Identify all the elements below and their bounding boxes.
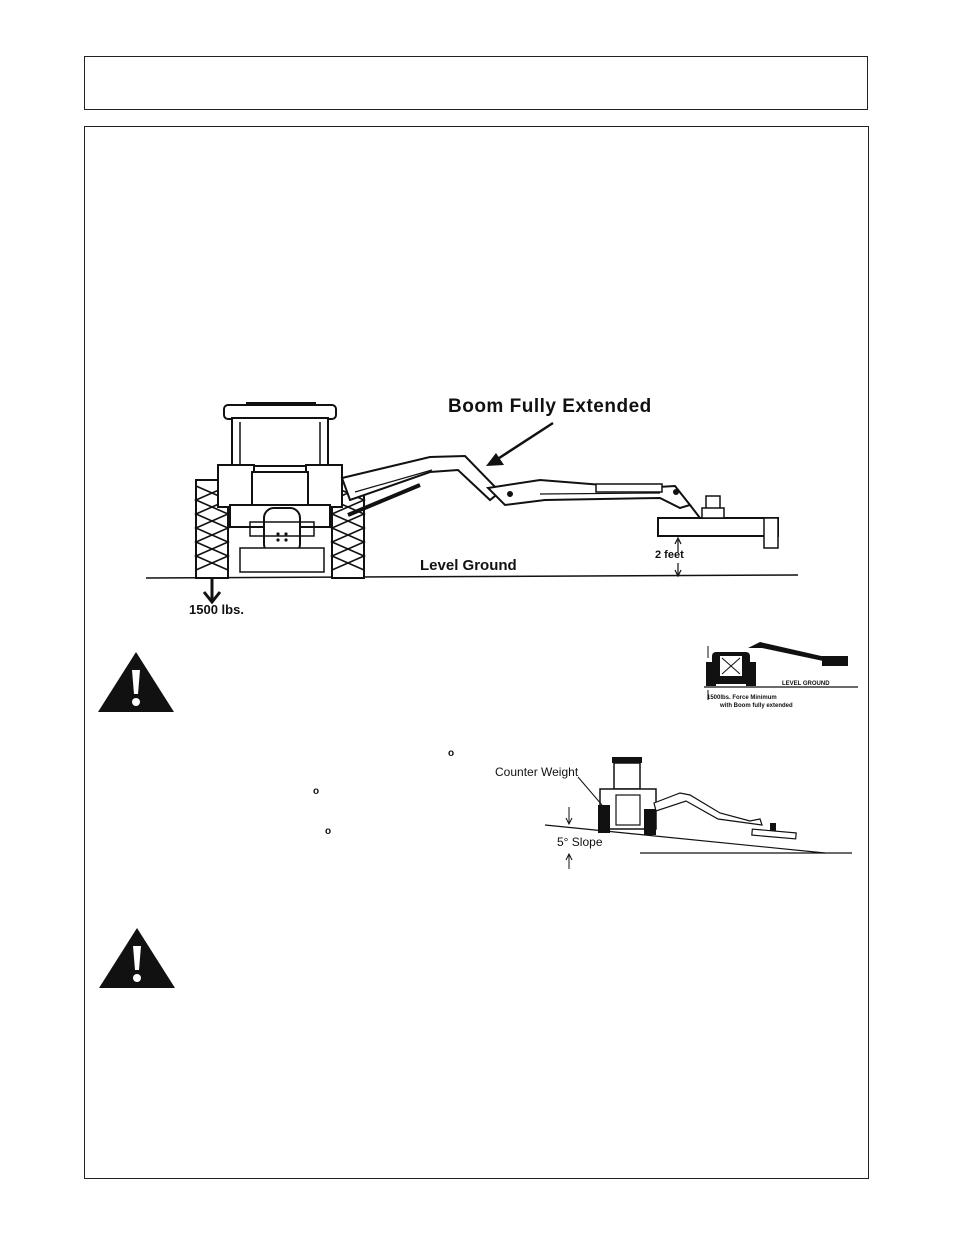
degree-mark-3: o (325, 826, 332, 837)
degree-mark-1: o (448, 748, 455, 759)
small-level-ground-label: LEVEL GROUND (782, 681, 830, 687)
slope-figure: Counter Weight 5° Slope (490, 755, 860, 875)
counter-weight-label: Counter Weight (495, 765, 579, 779)
small-caption-line2: with Boom fully extended (720, 703, 793, 709)
small-force-figure: LEVEL GROUND 1500lbs. Force Minimum with… (690, 628, 865, 718)
page-header-box (84, 56, 868, 110)
tractor-boom-illustration (145, 402, 799, 605)
two-feet-label: 2 feet (655, 549, 684, 561)
slope-tractor-illustration (544, 757, 852, 869)
degree-mark-2: o (313, 786, 320, 797)
level-ground-label: Level Ground (420, 557, 517, 574)
boom-fully-extended-label: Boom Fully Extended (448, 396, 652, 417)
warning-triangle-icon (98, 652, 174, 712)
content-frame (84, 126, 869, 1179)
warning-triangle-icon (99, 928, 175, 988)
small-caption-line1: 1500lbs. Force Minimum (707, 695, 777, 701)
boom-extended-figure: Boom Fully Extended Level Ground 2 feet … (145, 396, 799, 617)
slope-label: 5° Slope (557, 835, 603, 849)
force-1500-lbs-label: 1500 lbs. (189, 602, 244, 617)
small-tractor-illustration (704, 642, 858, 700)
